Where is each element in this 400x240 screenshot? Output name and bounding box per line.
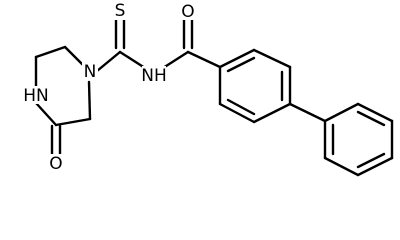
atom-label-s: S xyxy=(115,1,126,21)
bond-c6-n1 xyxy=(87,80,92,121)
bond-c5-c6 xyxy=(54,117,92,127)
bond-ccarbonyl-ring1 xyxy=(186,50,222,69)
bond-c2-c3 xyxy=(34,45,67,59)
phenyl-ring xyxy=(323,102,394,177)
bond-cthio-nh xyxy=(118,50,147,70)
bond-n1-cthio xyxy=(95,50,122,73)
bond-biaryl xyxy=(288,102,327,123)
phenylene-ring xyxy=(218,48,292,124)
atom-label-o-lactam: O xyxy=(49,154,62,174)
chemical-structure-diagram: S O NH N HN O xyxy=(22,1,394,177)
bond-nh-ccarbonyl xyxy=(161,50,190,70)
atom-label-hn-lactam: HN xyxy=(23,86,49,106)
atom-labels: S O NH N HN O xyxy=(22,1,196,174)
atom-label-nh-amide: NH xyxy=(141,66,167,86)
bonds xyxy=(34,17,394,177)
atom-label-o-carbonyl: O xyxy=(181,2,194,22)
atom-label-n-ring: N xyxy=(84,62,97,82)
bond-n4-c5 xyxy=(34,101,58,127)
